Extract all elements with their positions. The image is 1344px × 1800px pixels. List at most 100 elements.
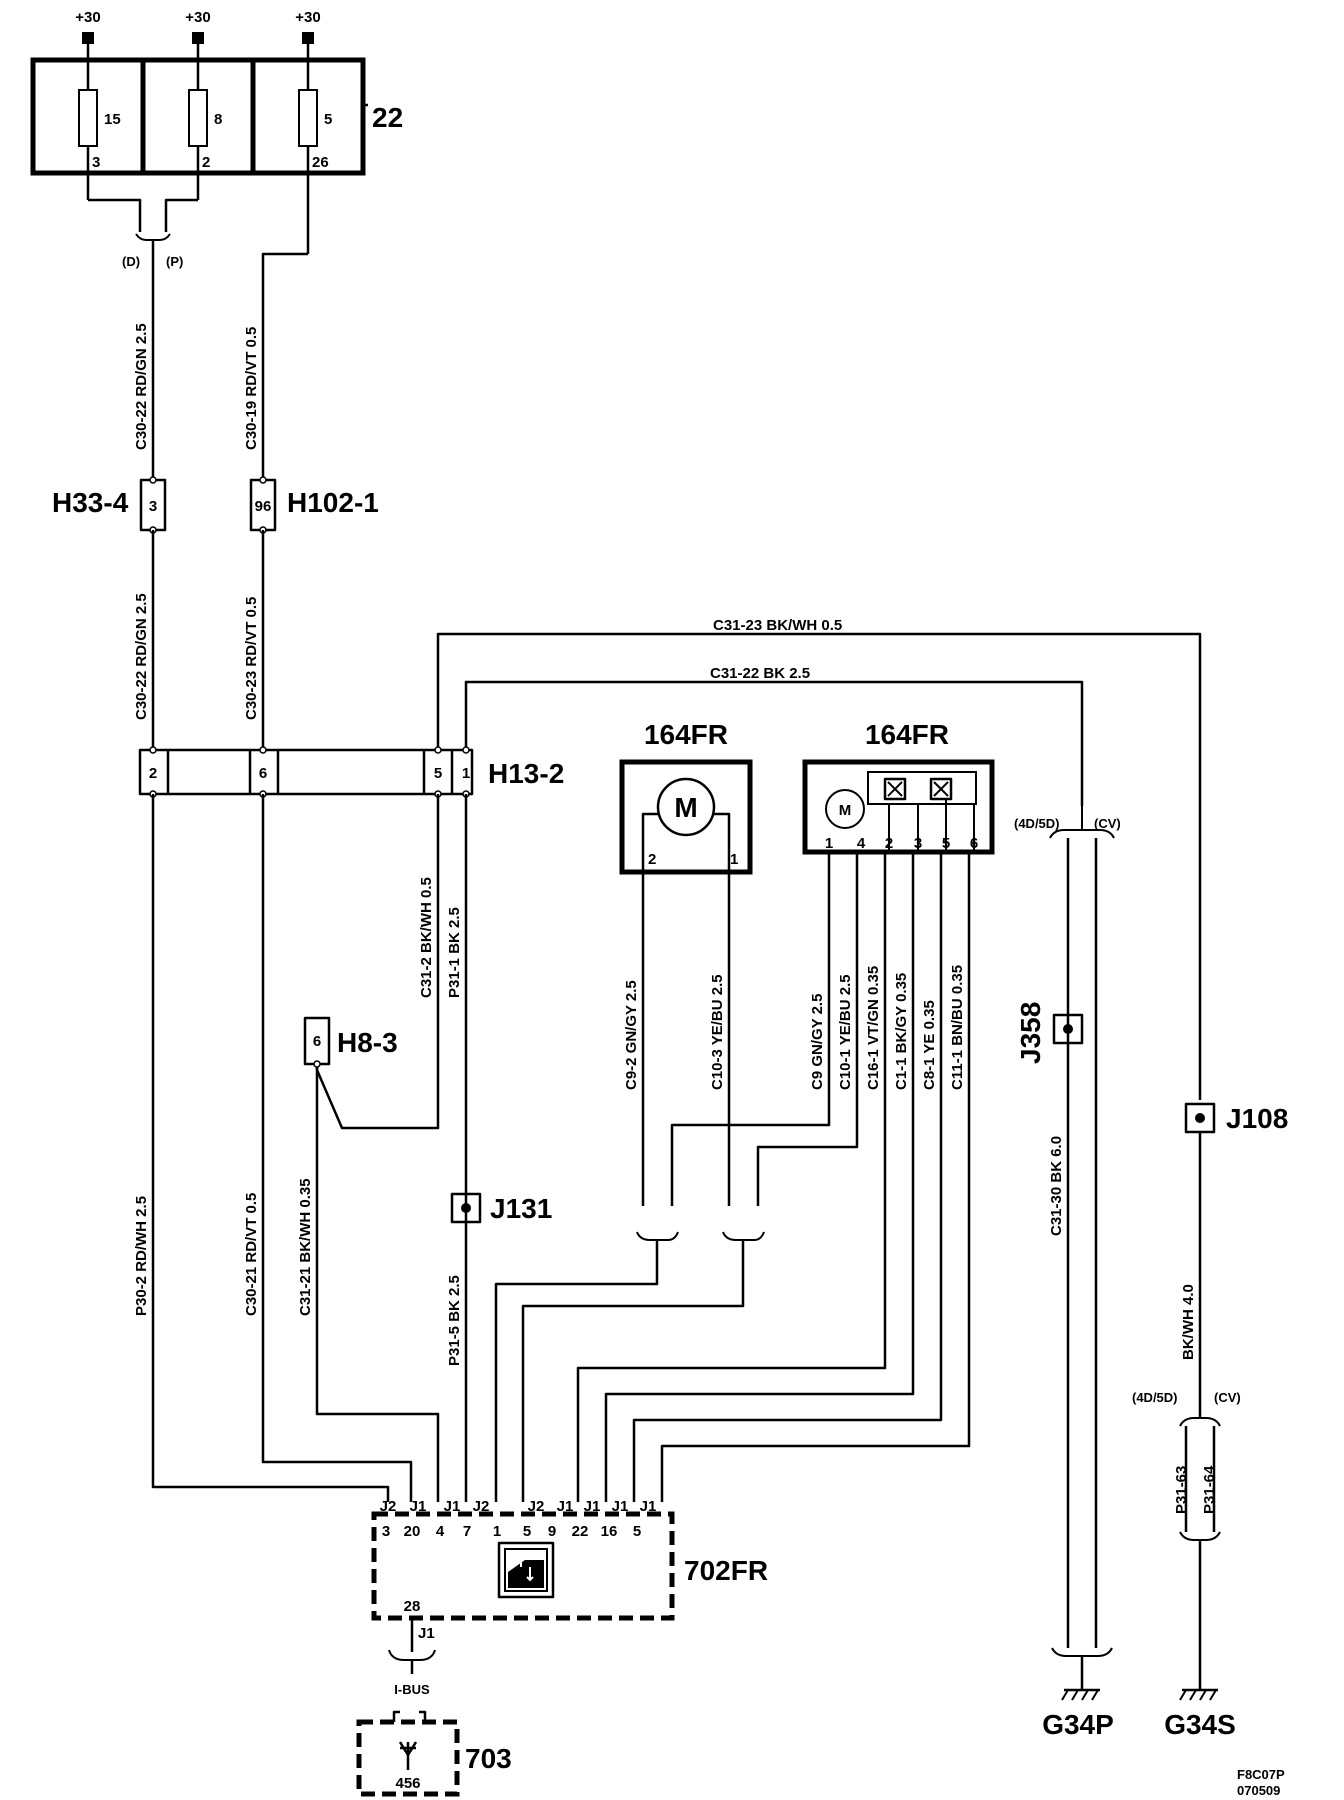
connector-label: H102-1: [287, 487, 379, 518]
variant-p-label: (P): [166, 254, 183, 269]
wire-c11-1: [660, 852, 971, 1502]
wire-to-module: [494, 1240, 659, 1502]
connector-pin: 2: [149, 765, 157, 782]
wire-c10-1: [756, 852, 859, 1206]
motor-symbol: M: [839, 802, 852, 819]
wire-label: C30-21 RD/VT 0.5: [243, 1193, 260, 1316]
splice-j358: J358: [1015, 1002, 1084, 1064]
wire-label: P30-2 RD/WH 2.5: [133, 1196, 150, 1316]
module-pin: 4: [436, 1523, 445, 1540]
variant-label: (4D/5D): [1132, 1390, 1178, 1405]
wire-c30-19: [261, 252, 308, 480]
wire-merge: [722, 1231, 765, 1241]
wire-label: C16-1 VT/GN 0.35: [865, 966, 882, 1090]
connector-label: H8-3: [337, 1027, 398, 1058]
module-connector: J2: [528, 1498, 545, 1515]
fuse-terminal: 2: [202, 154, 210, 171]
module-connector: J1: [612, 1498, 629, 1515]
connector-h102-1: 96 H102-1: [249, 476, 379, 534]
wire-label: C31-22 BK 2.5: [710, 665, 810, 682]
wire-label: C31-30 BK 6.0: [1048, 1136, 1065, 1236]
module-702fr: J2 J1 J1 J2 J2 J1 J1 J1 J1 3 20 4 7 1 5 …: [371, 1498, 768, 1621]
connector-label: H13-2: [488, 758, 564, 789]
module-connector: J1: [418, 1625, 435, 1642]
motor-pin: 4: [857, 835, 866, 852]
splice-j131: J131: [450, 1192, 552, 1224]
connector-pin: 1: [462, 765, 470, 782]
ground-branch-g34p: (4D/5D) (CV) G34P: [1014, 806, 1121, 1740]
wire-p30-2: [151, 794, 390, 1502]
fuse-number: 8: [214, 111, 222, 128]
module-connector: J1: [410, 1498, 427, 1515]
fuse-5: 5 26: [298, 60, 332, 254]
wire-label: C8-1 YE 0.35: [921, 1000, 938, 1090]
wire-label: P31-63: [1173, 1466, 1190, 1514]
module-pin: 20: [404, 1523, 421, 1540]
wire-c16-1: [576, 852, 887, 1502]
motor-symbol: M: [674, 792, 697, 823]
bus-label: I-BUS: [394, 1682, 430, 1697]
variant-label: (CV): [1214, 1390, 1241, 1405]
wire-label: C9-2 GN/GY 2.5: [623, 980, 640, 1090]
wire-c30-21: [261, 794, 413, 1502]
figure-date: 070509: [1237, 1783, 1280, 1798]
motor-label: 164FR: [865, 719, 949, 750]
module-pin: 22: [572, 1523, 589, 1540]
supply-label: +30: [295, 9, 320, 26]
module-pin: 3: [382, 1523, 390, 1540]
module-pin: 9: [548, 1523, 556, 1540]
module-label: 702FR: [684, 1555, 768, 1586]
variant-d-label: (D): [122, 254, 140, 269]
wire-label: C11-1 BN/BU 0.35: [949, 965, 966, 1090]
module-connector: J1: [640, 1498, 657, 1515]
ground-branch-g34s: (4D/5D) (CV) G34S: [1132, 1132, 1241, 1740]
motor-pin: 2: [648, 851, 656, 868]
unit-label: 703: [465, 1743, 512, 1774]
fuse-terminal: 26: [312, 154, 329, 171]
connector-pin: 3: [149, 498, 157, 515]
variant-join: (D) (P): [88, 198, 198, 480]
wire-label: C1-1 BK/GY 0.35: [893, 973, 910, 1090]
supply-label: +30: [185, 9, 210, 26]
module-pin: 28: [404, 1598, 421, 1615]
unit-pin: 456: [395, 1775, 420, 1792]
splice-j108: J108: [1184, 1102, 1288, 1134]
supply-label: +30: [75, 9, 100, 26]
supply-terminal-3: +30: [295, 9, 321, 60]
wire-c31-23: [436, 632, 1202, 1100]
wire-label: C10-3 YE/BU 2.5: [709, 974, 726, 1090]
module-pin: 5: [633, 1523, 641, 1540]
module-connector: J1: [557, 1498, 574, 1515]
wire-c1-1: [604, 852, 915, 1502]
supply-terminal-2: +30: [185, 9, 211, 60]
wire-c31-21: [315, 1064, 440, 1502]
module-pin: 7: [463, 1523, 471, 1540]
connector-pin: 6: [259, 765, 267, 782]
wire-label: BK/WH 4.0: [1180, 1284, 1197, 1360]
wire-to-module: [521, 1240, 745, 1502]
wire-label: P31-5 BK 2.5: [446, 1275, 463, 1366]
figure-code: F8C07P: [1237, 1767, 1285, 1782]
module-pin: 16: [601, 1523, 618, 1540]
unit-703: 456 703: [356, 1710, 512, 1797]
variant-label: (CV): [1094, 816, 1121, 831]
module-connector: J1: [584, 1498, 601, 1515]
wire-label: P31-1 BK 2.5: [446, 907, 463, 998]
module-connector: J1: [444, 1498, 461, 1515]
connector-pin: 5: [434, 765, 442, 782]
connector-pin: 96: [255, 498, 272, 515]
connector-h8-3: 6 H8-3: [303, 1016, 398, 1068]
variant-label: (4D/5D): [1014, 816, 1060, 831]
wire-label: C31-2 BK/WH 0.5: [418, 877, 435, 998]
connector-label: H33-4: [52, 487, 129, 518]
module-connector: J2: [380, 1498, 397, 1515]
supply-terminal-1: +30: [75, 9, 101, 60]
fuse-block-label: 22: [372, 102, 403, 133]
fuse-number: 15: [104, 111, 121, 128]
wire-c8-1: [632, 852, 943, 1502]
wire-label: C31-23 BK/WH 0.5: [713, 617, 842, 634]
splice-label: J131: [490, 1193, 552, 1224]
wire-label: C30-22 RD/GN 2.5: [133, 593, 150, 720]
fuse-15: 15 3: [78, 60, 121, 200]
